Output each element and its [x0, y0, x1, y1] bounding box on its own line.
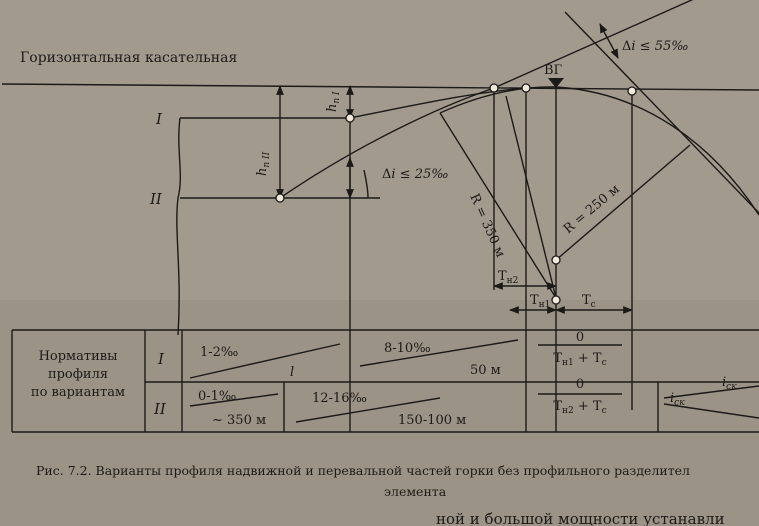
cell-1-1-length: l: [290, 365, 294, 380]
profile-variant-1: [349, 87, 527, 119]
slope-line-2-4a: [663, 385, 759, 399]
variant-1-label: I: [157, 350, 165, 368]
top-point-label: ВГ: [544, 63, 563, 78]
point-center-250: [551, 255, 561, 265]
cell-1-3-denominator: Тн1 + Тс: [553, 351, 606, 368]
vertical-curve-arc: [439, 86, 759, 216]
point-tangent-c: [627, 86, 637, 96]
svg-text:hп I: hп I: [325, 91, 342, 112]
radius-250-line: [555, 144, 691, 261]
point-level-2: [275, 193, 285, 203]
footer-text: ной и большой мощности устанавли: [436, 510, 725, 526]
figure-caption-line-1: Рис. 7.2. Варианты профиля надвижной и п…: [36, 463, 690, 478]
cell-1-2-slope: 8-10‰: [384, 341, 431, 356]
table-header-line-1: Нормативы: [39, 349, 118, 364]
cell-2-1-slope: 0-1‰: [198, 389, 236, 404]
slope-line-1-1: [189, 343, 341, 379]
point-tangent-a: [489, 83, 499, 93]
diagram-lines: [1, 0, 759, 432]
cell-2-3-numerator: 0: [576, 377, 584, 392]
cell-1-1-slope: 1-2‰: [200, 345, 238, 360]
delta-small-label: Δi ≤ 25‰: [382, 167, 449, 182]
delta-big-label: Δi ≤ 55‰: [622, 39, 689, 54]
page-shadow: [0, 300, 759, 526]
t-n1-label: Тн1: [530, 293, 550, 310]
delta-big-arc: [599, 23, 619, 59]
tangent-label: Горизонтальная касательная: [20, 50, 237, 66]
h-2-label: hп II: [255, 151, 272, 176]
cell-2-2-length: 150-100 м: [398, 413, 466, 428]
slope-line-2-2: [295, 397, 441, 423]
cell-1-2-length: 50 м: [470, 363, 501, 378]
profile-variant-2: [279, 87, 495, 199]
point-center-350: [551, 295, 561, 305]
slope-line-2-1: [189, 393, 279, 407]
point-tangent-b: [521, 83, 531, 93]
t-n2-label: Тн2: [498, 269, 518, 286]
radius-350-line-b: [505, 95, 557, 299]
cell-2-4-i-top: iск: [722, 375, 737, 392]
cell-1-3-numerator: 0: [576, 330, 584, 345]
h-1-label: hп I: [325, 91, 342, 112]
variant-2-label: II: [153, 400, 167, 418]
descending-tangent-line: [564, 11, 759, 214]
cell-2-4-i-bottom: iск: [670, 391, 685, 408]
slope-line-2-4b: [663, 403, 759, 419]
table-header-line-2: профиля: [48, 367, 108, 382]
norms-table: [11, 329, 759, 433]
svg-text:hп II: hп II: [255, 151, 272, 176]
diagram-points: [275, 83, 637, 305]
slope-line-1-2: [359, 339, 519, 367]
radius-350-line: [439, 112, 557, 299]
level-2-label: II: [149, 190, 163, 208]
delta-small-arc: [363, 169, 369, 199]
point-level-1: [345, 113, 355, 123]
cell-2-2-slope: 12-16‰: [312, 391, 367, 406]
cell-2-3-denominator: Тн2 + Тс: [553, 399, 606, 416]
t-c-label: Тс: [582, 293, 596, 310]
horizontal-tangent-line: [1, 83, 759, 91]
table-header-line-3: по вариантам: [31, 385, 125, 400]
vg-marker-icon: [548, 78, 564, 88]
upper-tangent-line: [493, 0, 694, 89]
figure-caption-line-2: элемента: [384, 484, 447, 499]
left-break-line: [176, 117, 182, 336]
level-1-label: I: [155, 110, 163, 128]
cell-2-1-length: ~ 350 м: [212, 413, 266, 428]
